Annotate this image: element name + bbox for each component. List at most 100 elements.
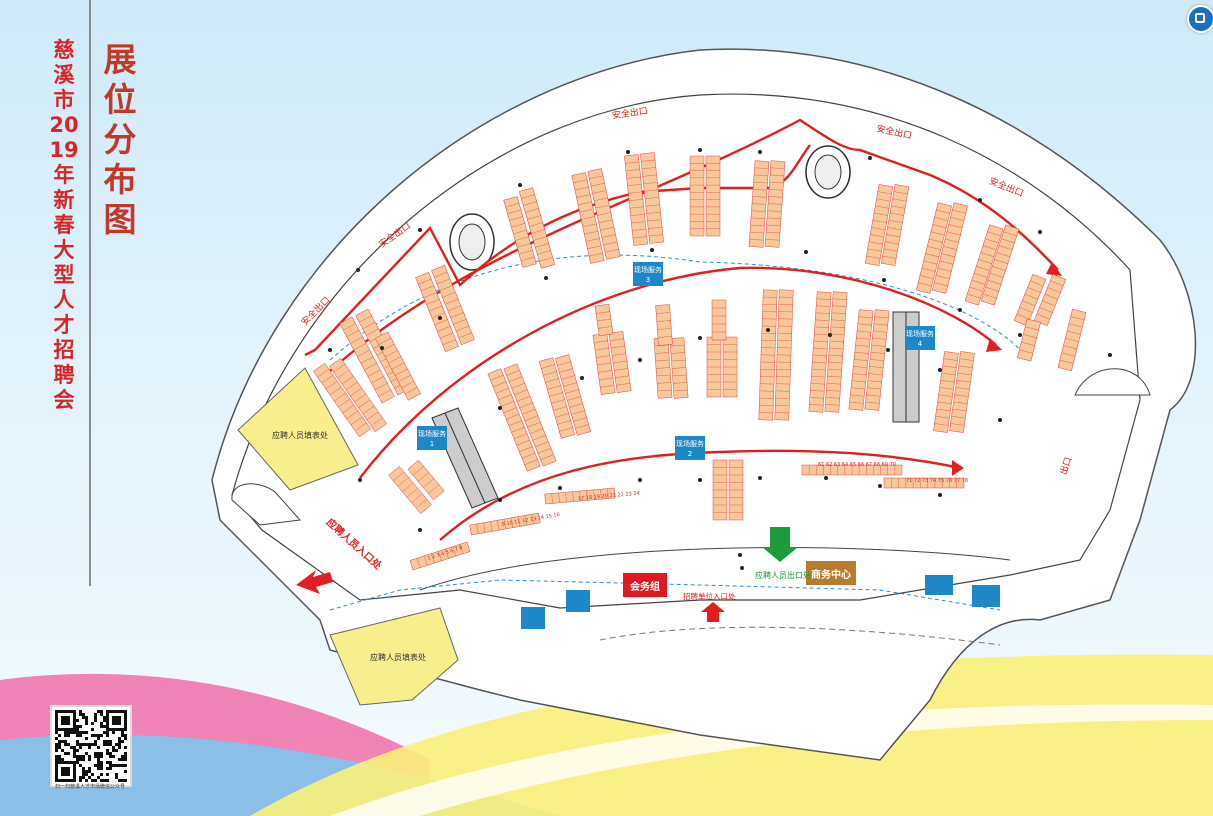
booth-divider (770, 167, 785, 169)
booth-divider (321, 375, 334, 384)
qr-module (79, 776, 82, 779)
service-desk-3[interactable]: 现场服务 3 (633, 262, 663, 286)
booth-strip[interactable] (980, 224, 1020, 306)
booth-divider (509, 216, 523, 221)
booth-divider (644, 189, 659, 192)
qr-module (58, 755, 61, 758)
pillar-dot (828, 333, 832, 337)
booth-divider (641, 167, 656, 170)
booth-strip[interactable] (407, 459, 445, 501)
booth-divider (378, 337, 392, 345)
booth-strip[interactable] (313, 362, 371, 438)
booth-divider (971, 279, 986, 285)
qr-module (124, 752, 127, 755)
booth-strip[interactable] (655, 304, 673, 346)
qr-module (97, 767, 100, 770)
booth-divider (431, 553, 435, 564)
booth-strip[interactable] (329, 357, 387, 433)
booth-divider (1044, 293, 1058, 300)
qr-module (88, 755, 91, 758)
booth-strip[interactable] (880, 184, 910, 266)
service-desk-4[interactable]: 现场服务 4 (905, 326, 935, 350)
booth-divider (867, 380, 882, 383)
booth-divider (852, 373, 867, 376)
affairs-group-box[interactable] (623, 573, 667, 597)
booth-divider (582, 223, 597, 227)
booth-strip[interactable] (689, 155, 705, 237)
booth-strip[interactable] (554, 354, 592, 436)
qr-module (79, 755, 82, 758)
booth-divider (768, 196, 783, 198)
booth-strip[interactable] (415, 272, 459, 352)
expand-icon[interactable] (1187, 5, 1213, 33)
booth-divider (598, 219, 613, 223)
qr-finder (61, 716, 70, 725)
booth-divider (950, 217, 965, 221)
qr-module (106, 743, 109, 746)
booth-strip[interactable] (883, 477, 965, 489)
pillar-dot (638, 358, 642, 362)
booth-divider (1021, 342, 1035, 346)
booth-divider (672, 374, 687, 377)
booth-divider (371, 376, 384, 384)
qr-module (94, 779, 97, 782)
booth-divider (943, 246, 957, 250)
booth-strip[interactable] (711, 299, 727, 341)
booth-strip[interactable] (431, 265, 475, 345)
booth-strip[interactable] (824, 291, 848, 413)
booth-divider (452, 546, 456, 557)
booth-strip[interactable] (487, 368, 541, 472)
qr-module (121, 734, 124, 737)
qr-module (94, 752, 97, 755)
pillar-dot (882, 278, 886, 282)
qr-module (121, 764, 124, 767)
booth-divider (957, 372, 972, 376)
service-desk-2[interactable]: 现场服务 2 (675, 436, 705, 460)
recruiter-entrance-label: 招聘单位入口处 (683, 591, 736, 601)
booth-divider (938, 394, 953, 397)
booth-strip[interactable] (808, 291, 832, 413)
qr-module (76, 719, 79, 722)
booth-divider (598, 326, 612, 329)
blue-room-3 (925, 575, 953, 595)
booth-strip[interactable] (933, 351, 959, 433)
booth-strip[interactable] (964, 224, 1004, 306)
booth-strip[interactable] (1017, 318, 1041, 362)
escalator-ring-right (805, 145, 851, 199)
booth-strip[interactable] (503, 363, 557, 467)
booth-strip[interactable] (388, 466, 432, 514)
booth-divider (588, 253, 603, 257)
booth-divider (543, 371, 557, 376)
booth-divider (830, 333, 845, 336)
qr-module (61, 740, 64, 743)
booth-divider (646, 212, 661, 214)
booth-strip[interactable] (518, 187, 556, 269)
booth-divider (527, 215, 541, 220)
booth-divider (571, 410, 585, 415)
booth-divider (1019, 349, 1033, 354)
booth-divider (751, 210, 766, 212)
booth-divider (648, 234, 663, 237)
booth-divider (578, 201, 592, 205)
booth-divider (883, 248, 898, 252)
booth-divider (609, 338, 624, 341)
qr-code[interactable] (50, 705, 132, 787)
booth-strip[interactable] (705, 155, 721, 237)
pillar-dot (758, 150, 762, 154)
qr-module (97, 752, 100, 755)
service-desk-1[interactable]: 现场服务 1 (417, 426, 447, 450)
qr-module (64, 743, 67, 746)
booth-divider (524, 515, 527, 526)
booth-strip[interactable] (864, 184, 894, 266)
booth-divider (600, 489, 602, 500)
booth-divider (766, 231, 780, 234)
booth-divider (535, 441, 549, 447)
booth-strip[interactable] (1013, 273, 1047, 327)
booth-strip[interactable] (949, 351, 975, 433)
booth-strip[interactable] (1033, 273, 1067, 327)
blue-room-2 (566, 590, 590, 612)
booth-divider (769, 181, 784, 184)
booth-strip[interactable] (538, 357, 576, 439)
business-center-box[interactable] (806, 561, 856, 585)
booth-divider (559, 427, 573, 432)
